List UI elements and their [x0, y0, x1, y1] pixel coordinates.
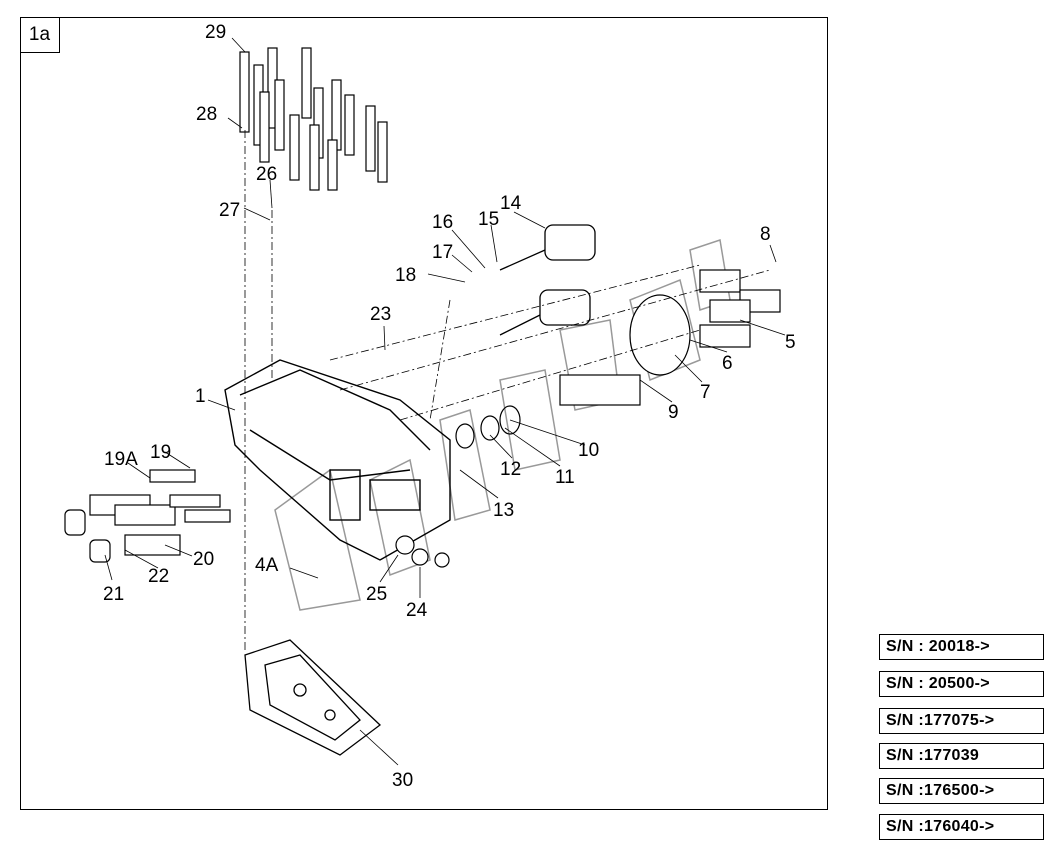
callout-11: 11: [555, 467, 575, 488]
callout-5: 5: [785, 332, 796, 353]
callout-18: 18: [395, 265, 416, 286]
callout-19: 19: [150, 442, 171, 463]
callout-28: 28: [196, 104, 217, 125]
serial-number-box: S/N :176500->: [879, 778, 1044, 804]
valve-spools-right: [559, 269, 781, 406]
callout-labels: 29 28 26 27 14 15 16 17 18 8 23 1 5 6 7 …: [103, 22, 796, 791]
serial-number-box: S/N :177075->: [879, 708, 1044, 734]
callout-13: 13: [493, 500, 514, 521]
callout-26: 26: [256, 164, 277, 185]
callout-16: 16: [432, 212, 453, 233]
leader-lines: [104, 37, 786, 766]
callout-4A: 4A: [255, 555, 279, 576]
serial-number-box: S/N : 20018->: [879, 634, 1044, 660]
callout-9: 9: [668, 402, 679, 423]
callout-19A: 19A: [104, 449, 138, 470]
springs-left: [64, 469, 231, 563]
solenoid-lower: [499, 289, 591, 336]
plugs-24-25: [395, 535, 450, 568]
callout-14: 14: [500, 193, 522, 214]
callout-17: 17: [432, 242, 453, 263]
serial-number-box: S/N :176040->: [879, 814, 1044, 840]
callout-10: 10: [578, 440, 599, 461]
callout-1: 1: [195, 386, 206, 407]
serial-number-box: S/N :177039: [879, 743, 1044, 769]
callout-6: 6: [722, 353, 733, 374]
separator-plate: [244, 639, 382, 756]
bolt-set: [239, 47, 388, 191]
callout-24: 24: [406, 600, 428, 621]
o-rings: [455, 405, 521, 449]
callout-20: 20: [193, 549, 214, 570]
solenoid-14: [499, 224, 596, 271]
callout-21: 21: [103, 584, 124, 605]
callout-8: 8: [760, 224, 771, 245]
callout-23: 23: [370, 304, 391, 325]
callout-22: 22: [148, 566, 169, 587]
callout-12: 12: [500, 459, 521, 480]
serial-number-box: S/N : 20500->: [879, 671, 1044, 697]
callout-7: 7: [700, 382, 711, 403]
callout-29: 29: [205, 22, 226, 43]
diagram-frame: [20, 17, 828, 810]
alignment-lines: [244, 130, 771, 650]
valve-body: [224, 359, 451, 561]
callout-27: 27: [219, 200, 240, 221]
figure-tag: 1a: [20, 17, 60, 53]
callout-25: 25: [366, 584, 387, 605]
callout-30: 30: [392, 770, 413, 791]
callout-15: 15: [478, 209, 499, 230]
